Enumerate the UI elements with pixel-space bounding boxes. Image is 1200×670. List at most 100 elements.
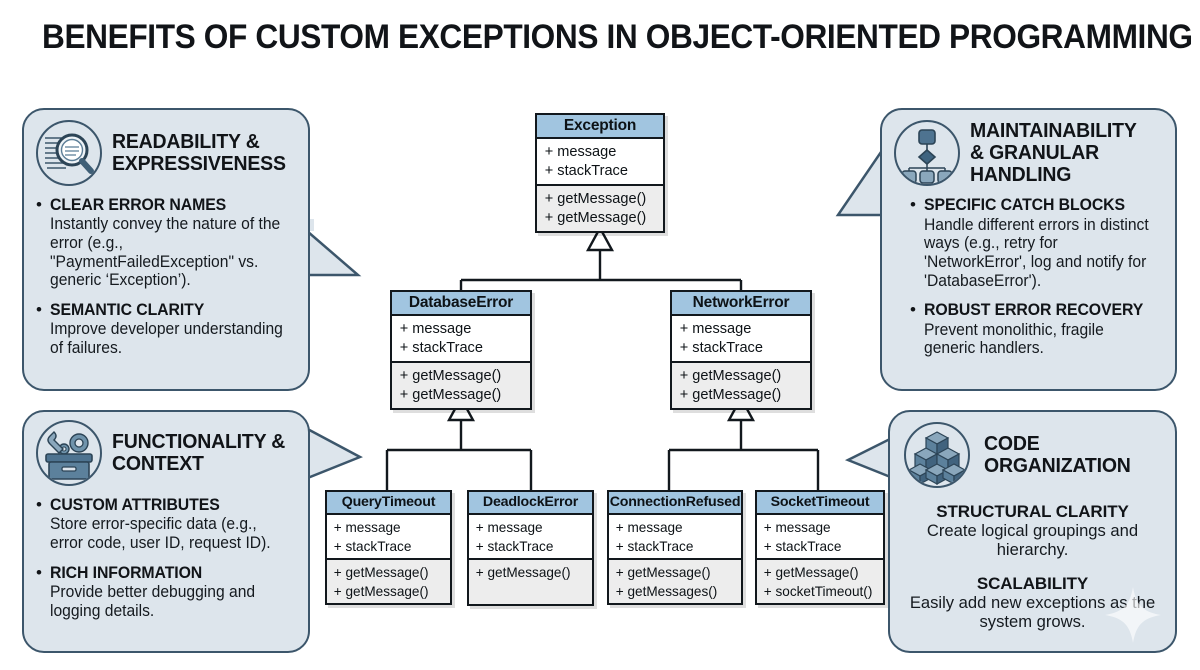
callout-bullet: STRUCTURAL CLARITY Create logical groupi… — [904, 502, 1161, 560]
bullet-dot: • — [910, 195, 916, 215]
callout-header-functionality: FUNCTIONALITY & CONTEXT — [36, 420, 296, 486]
bullet-text: Instantly convey the nature of the error… — [50, 215, 281, 290]
uml-methods: + getMessage() + getMessage() — [672, 363, 810, 408]
callout-title: CODE ORGANIZATION — [984, 431, 1131, 477]
uml-method: + getMessage() — [615, 564, 711, 580]
bullet-dot: • — [36, 299, 42, 319]
callout-header-organization: CODE ORGANIZATION — [904, 422, 1161, 488]
uml-method: + getMessage() — [763, 564, 859, 580]
bullet-heading: CUSTOM ATTRIBUTES — [50, 496, 220, 514]
bullet-heading: SCALABILITY — [976, 573, 1089, 593]
callout-bullet: SCALABILITY Easily add new exceptions as… — [904, 574, 1161, 632]
uml-method: + getMessage() — [679, 386, 782, 403]
uml-method: + getMessage() — [333, 564, 429, 580]
callout-header-readability: READABILITY & EXPRESSIVENESS — [36, 120, 296, 186]
uml-method: + getMessage() — [333, 582, 429, 599]
callout-bullet: • SEMANTIC CLARITY Improve developer und… — [36, 299, 296, 358]
uml-attributes: + message + stackTrace — [392, 316, 530, 363]
uml-attributes: + message + stackTrace — [609, 515, 741, 560]
uml-class-connection-refused[interactable]: ConnectionRefused + message + stackTrace… — [607, 490, 743, 605]
bullet-dot: • — [910, 300, 916, 320]
hierarchy-flowchart-icon — [894, 120, 960, 187]
bullet-heading: ROBUST ERROR RECOVERY — [924, 301, 1144, 320]
uml-attribute: + stackTrace — [763, 537, 842, 554]
page-title: BENEFITS OF CUSTOM EXCEPTIONS IN OBJECT-… — [42, 18, 1193, 56]
uml-attribute: + stackTrace — [544, 162, 628, 179]
uml-methods: + getMessage() + getMessage() — [392, 363, 530, 408]
uml-attribute: + stackTrace — [399, 339, 483, 356]
uml-attributes: + message + stackTrace — [757, 515, 883, 560]
callout-header-maintainability: MAINTAINABILITY & GRANULAR HANDLING — [894, 119, 1163, 187]
callout-functionality[interactable]: FUNCTIONALITY & CONTEXT • CUSTOM ATTRIBU… — [22, 410, 310, 653]
uml-class-name: ConnectionRefused — [609, 492, 741, 515]
bullet-dot: • — [36, 195, 42, 214]
stacked-cubes-icon — [904, 422, 970, 488]
uml-attribute: + message — [615, 519, 683, 535]
uml-methods: + getMessage() + socketTimeout() — [757, 560, 883, 603]
uml-attributes: + message + stackTrace — [672, 316, 810, 363]
uml-class-name: DatabaseError — [392, 292, 530, 316]
uml-attributes: + message + stackTrace — [327, 515, 450, 560]
bullet-dot: • — [36, 495, 42, 514]
uml-class-socket-timeout[interactable]: SocketTimeout + message + stackTrace + g… — [755, 490, 885, 605]
callout-bullet: • RICH INFORMATION Provide better debugg… — [36, 562, 296, 621]
callout-bullet: • ROBUST ERROR RECOVERY Prevent monolith… — [910, 301, 1163, 358]
bullet-heading: RICH INFORMATION — [50, 563, 203, 582]
uml-method: + getMessage() — [544, 209, 647, 226]
callout-maintainability[interactable]: MAINTAINABILITY & GRANULAR HANDLING • SP… — [880, 108, 1177, 391]
bullet-dot: • — [36, 562, 42, 582]
uml-attribute: + message — [679, 320, 752, 337]
bullet-text: Handle different errors in distinct ways… — [924, 215, 1149, 290]
uml-class-deadlock-error[interactable]: DeadlockError + message + stackTrace + g… — [467, 490, 594, 606]
uml-attributes: + message + stackTrace — [537, 139, 663, 186]
uml-methods: + getMessage() + getMessage() — [327, 560, 450, 603]
uml-methods: + getMessage() — [469, 560, 592, 604]
uml-class-name: Exception — [537, 115, 663, 139]
bullet-heading: CLEAR ERROR NAMES — [50, 196, 227, 214]
uml-attribute: + stackTrace — [679, 339, 763, 356]
uml-class-name: QueryTimeout — [327, 492, 450, 515]
uml-method: + getMessage() — [544, 190, 647, 207]
uml-class-name: DeadlockError — [469, 492, 592, 515]
bullet-heading: STRUCTURAL CLARITY — [936, 502, 1129, 521]
uml-attribute: + message — [763, 519, 831, 535]
uml-class-database-error[interactable]: DatabaseError + message + stackTrace + g… — [390, 290, 532, 410]
uml-attribute: + stackTrace — [333, 537, 412, 554]
uml-methods: + getMessage() + getMessages() — [609, 560, 741, 603]
bullet-heading: SEMANTIC CLARITY — [50, 300, 205, 319]
uml-attributes: + message + stackTrace — [469, 515, 592, 560]
bullet-text: Store error-specific data (e.g., error c… — [50, 515, 271, 553]
uml-attribute: + stackTrace — [475, 537, 554, 554]
sparkle-watermark — [1105, 587, 1161, 643]
uml-method: + getMessage() — [399, 386, 502, 403]
callout-title: FUNCTIONALITY & CONTEXT — [112, 429, 286, 475]
uml-method: + getMessage() — [399, 367, 502, 384]
uml-method: + getMessage() — [679, 367, 782, 384]
document-magnifier-icon — [36, 120, 102, 186]
uml-class-network-error[interactable]: NetworkError + message + stackTrace + ge… — [670, 290, 812, 410]
callout-title: READABILITY & EXPRESSIVENESS — [112, 129, 286, 175]
bullet-text: Provide better debugging and logging det… — [50, 583, 256, 620]
uml-attribute: + stackTrace — [615, 537, 694, 554]
toolbox-gear-wrench-icon — [36, 420, 102, 486]
callout-readability[interactable]: READABILITY & EXPRESSIVENESS • CLEAR ERR… — [22, 108, 310, 391]
callout-title: MAINTAINABILITY & GRANULAR HANDLING — [970, 119, 1137, 187]
bullet-text: Improve developer understanding of failu… — [50, 320, 283, 357]
uml-methods: + getMessage() + getMessage() — [537, 186, 663, 231]
bullet-text: Easily add new exceptions as the system … — [909, 592, 1156, 631]
uml-class-query-timeout[interactable]: QueryTimeout + message + stackTrace + ge… — [325, 490, 452, 605]
bullet-text: Create logical groupings and hierarchy. — [926, 521, 1139, 559]
uml-attribute: + message — [475, 519, 543, 535]
callout-organization[interactable]: CODE ORGANIZATION STRUCTURAL CLARITY Cre… — [888, 410, 1177, 653]
uml-class-exception[interactable]: Exception + message + stackTrace + getMe… — [535, 113, 665, 233]
uml-method: + socketTimeout() — [763, 582, 873, 599]
uml-attribute: + message — [544, 143, 617, 160]
bullet-heading: SPECIFIC CATCH BLOCKS — [924, 196, 1125, 215]
callout-bullet: • CLEAR ERROR NAMES Instantly convey the… — [36, 196, 296, 290]
uml-attribute: + message — [399, 320, 472, 337]
uml-class-name: NetworkError — [672, 292, 810, 316]
bullet-text: Prevent monolithic, fragile generic hand… — [924, 320, 1104, 358]
callout-bullet: • CUSTOM ATTRIBUTES Store error-specific… — [36, 496, 296, 553]
uml-class-name: SocketTimeout — [757, 492, 883, 515]
